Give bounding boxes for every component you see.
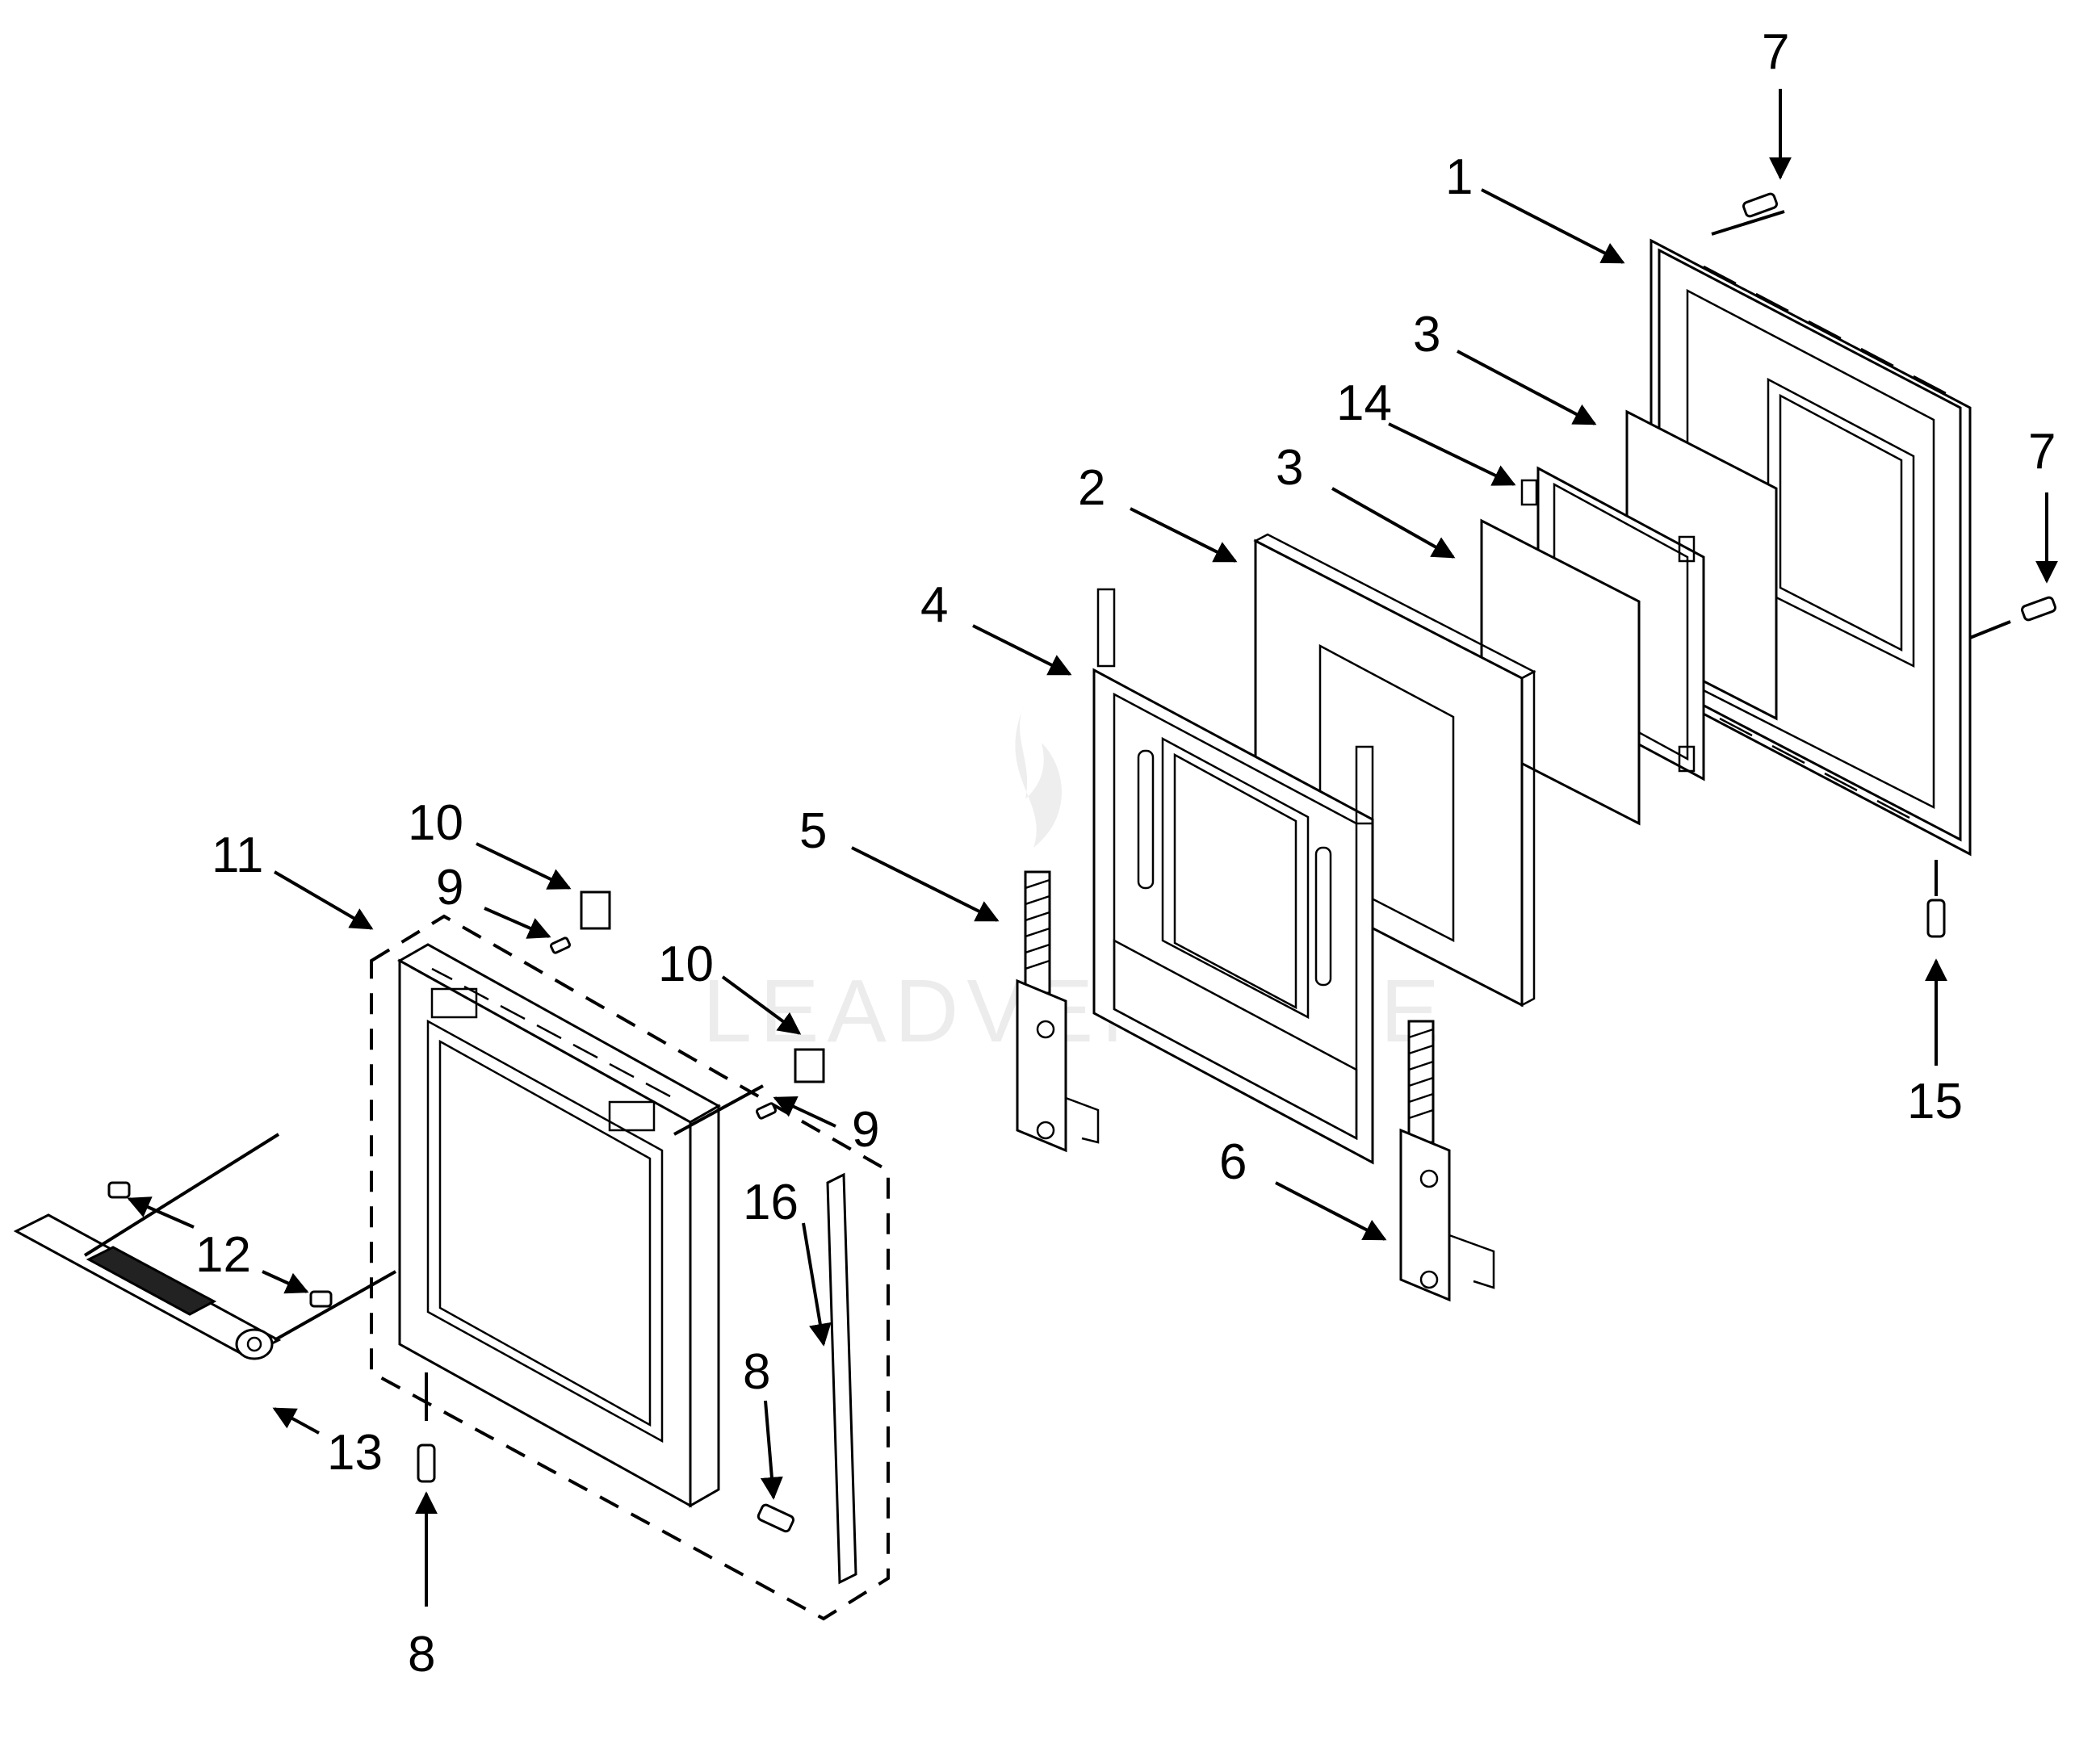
connector-lines <box>425 210 2011 1421</box>
callout-7-top: 7 <box>1762 24 1789 80</box>
callout-2: 2 <box>1078 460 1105 516</box>
vent-slots-top <box>1703 265 1947 395</box>
callout-5: 5 <box>799 803 827 859</box>
callout-6: 6 <box>1219 1134 1247 1190</box>
callout-3-upper: 3 <box>1413 307 1440 362</box>
leader-arrows <box>127 89 2058 1607</box>
callout-13: 13 <box>327 1425 383 1481</box>
callout-4: 4 <box>920 577 948 633</box>
part-5-hinge-left <box>1016 870 1100 1153</box>
callout-9-right: 9 <box>852 1102 879 1158</box>
callout-labels: 7 1 3 14 3 2 4 7 5 15 6 10 9 10 9 11 12 … <box>195 24 2056 1682</box>
callout-8-bottom: 8 <box>408 1627 435 1682</box>
callout-16: 16 <box>743 1175 799 1230</box>
part-11-outer-door-panel <box>370 914 890 1621</box>
callout-1: 1 <box>1445 149 1473 205</box>
part-16-hinge-strip <box>826 1172 857 1585</box>
assembly-dashed-outline <box>370 914 890 1621</box>
callout-10-top: 10 <box>408 795 463 851</box>
callout-15: 15 <box>1907 1074 1963 1129</box>
callout-3-lower: 3 <box>1276 440 1303 496</box>
vent-slots-front-door <box>431 967 671 1098</box>
callout-9-top: 9 <box>436 860 463 916</box>
callout-14: 14 <box>1336 375 1392 431</box>
callout-11: 11 <box>212 828 263 883</box>
callout-10-right: 10 <box>658 936 714 992</box>
callout-8-right: 8 <box>743 1344 770 1400</box>
part-13-door-handle <box>13 1133 396 1360</box>
part-6-hinge-right <box>1399 1020 1495 1302</box>
vent-slots-bottom <box>1719 717 1910 819</box>
callout-7-right: 7 <box>2028 424 2056 480</box>
callout-12: 12 <box>195 1227 251 1283</box>
part-4-door-frame <box>1092 588 1374 1165</box>
part-1-inner-door-panel <box>1650 238 1972 857</box>
screws-and-brackets <box>107 192 2056 1533</box>
